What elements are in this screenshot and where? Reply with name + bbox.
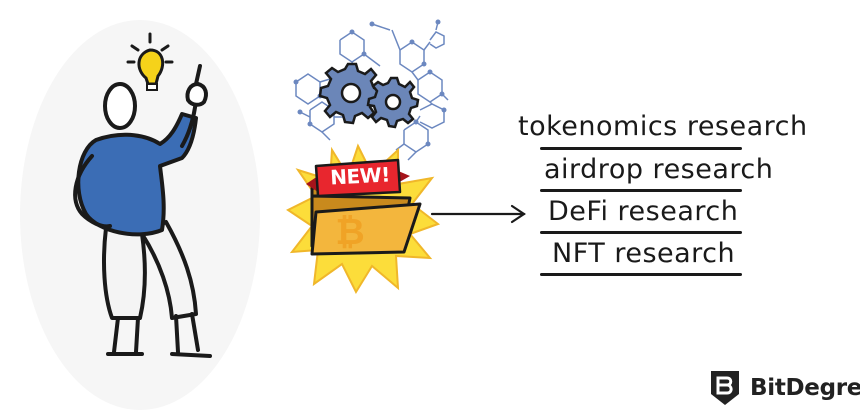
new-ribbon <box>306 158 410 198</box>
research-item-defi: DeFi research <box>548 196 739 227</box>
divider <box>540 231 742 234</box>
research-item-airdrop: airdrop research <box>544 154 774 185</box>
bitdegree-logo-icon <box>711 371 739 405</box>
gear-icon <box>366 76 420 129</box>
research-item-nft: NFT research <box>552 238 736 269</box>
brand-logo: BitDegree <box>708 368 860 408</box>
folder-icon <box>310 186 422 256</box>
gear-icon <box>318 62 383 125</box>
divider <box>540 189 742 192</box>
thinking-person <box>73 64 212 358</box>
divider <box>540 273 742 276</box>
brand-name: BitDegree <box>750 375 860 401</box>
lightbulb-icon <box>126 32 174 91</box>
research-item-tokenomics: tokenomics research <box>518 111 808 142</box>
network-nodes <box>293 19 447 147</box>
svg-text:₿: ₿ <box>335 212 364 253</box>
divider <box>540 147 742 150</box>
arrow-icon <box>430 204 526 224</box>
bitcoin-icon: ₿ <box>335 212 364 253</box>
new-badge-label: NEW! <box>329 162 391 190</box>
